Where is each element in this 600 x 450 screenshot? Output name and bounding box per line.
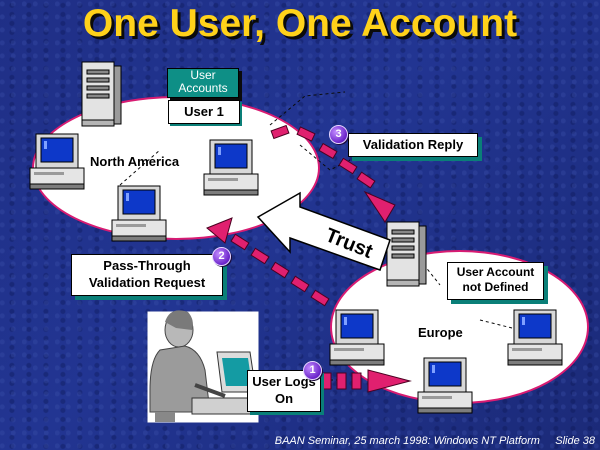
workstation-icon <box>29 133 85 190</box>
workstation-icon <box>417 357 473 414</box>
europe-label: Europe <box>418 325 463 340</box>
logon-arrow <box>321 369 412 393</box>
validation-reply-label: Validation Reply <box>348 133 478 157</box>
trust-arrow: Trust <box>256 191 391 271</box>
step-3-badge: 3 <box>329 125 348 144</box>
pass-through-label: Pass-Through Validation Request <box>71 254 223 296</box>
server-icon <box>81 61 122 127</box>
step-2-badge: 2 <box>212 247 231 266</box>
workstation-icon <box>329 309 385 366</box>
pass-through-arrow <box>206 217 330 307</box>
slide-title: One User, One Account <box>82 2 518 45</box>
validation-reply-arrow <box>270 124 396 223</box>
user-at-laptop <box>147 310 259 423</box>
step-1-badge: 1 <box>303 361 322 380</box>
user-account-not-defined-label: User Account not Defined <box>447 262 544 300</box>
slide-footer: BAAN Seminar, 25 march 1998: Windows NT … <box>274 435 595 447</box>
workstation-icon <box>203 139 259 196</box>
user-accounts-entry: User 1 <box>168 100 240 124</box>
user-accounts-header: User Accounts <box>167 68 239 98</box>
north-america-label: North America <box>90 154 180 169</box>
workstation-icon <box>507 309 563 366</box>
server-icon <box>386 221 427 287</box>
workstation-icon <box>111 185 167 242</box>
